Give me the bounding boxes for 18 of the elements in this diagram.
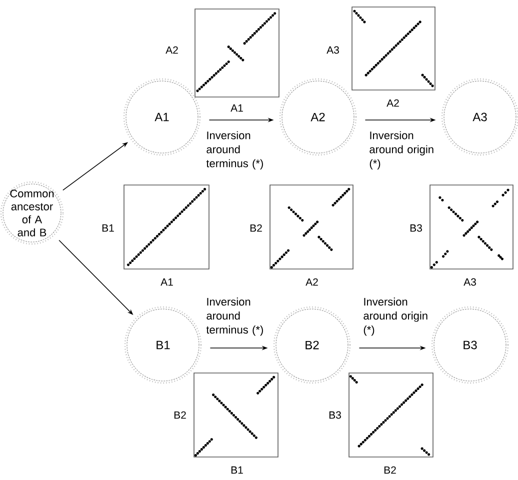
edge-label: Inversion around terminus (*)	[206, 298, 263, 336]
axis-label: A2	[306, 278, 318, 286]
axis-label: B3	[410, 224, 422, 232]
axis-label: B1	[231, 466, 243, 474]
axis-label: B1	[102, 224, 114, 232]
axis-label: A2	[166, 46, 178, 54]
axis-label: A1	[160, 278, 173, 286]
axis-label: A1	[230, 104, 243, 112]
axis-label: A2	[386, 99, 399, 107]
axis-label: B2	[250, 224, 262, 232]
axis-label: A3	[326, 46, 339, 54]
edge-label: Inversion around origin (*)	[370, 131, 434, 170]
axis-label: A3	[464, 278, 476, 286]
axis-label: B2	[384, 466, 396, 474]
axis-label: B2	[174, 411, 186, 419]
axis-label: B3	[329, 411, 341, 419]
edge-label: Inversion around origin (*)	[364, 298, 428, 336]
edge-label: Inversion around terminus (*)	[206, 131, 263, 170]
